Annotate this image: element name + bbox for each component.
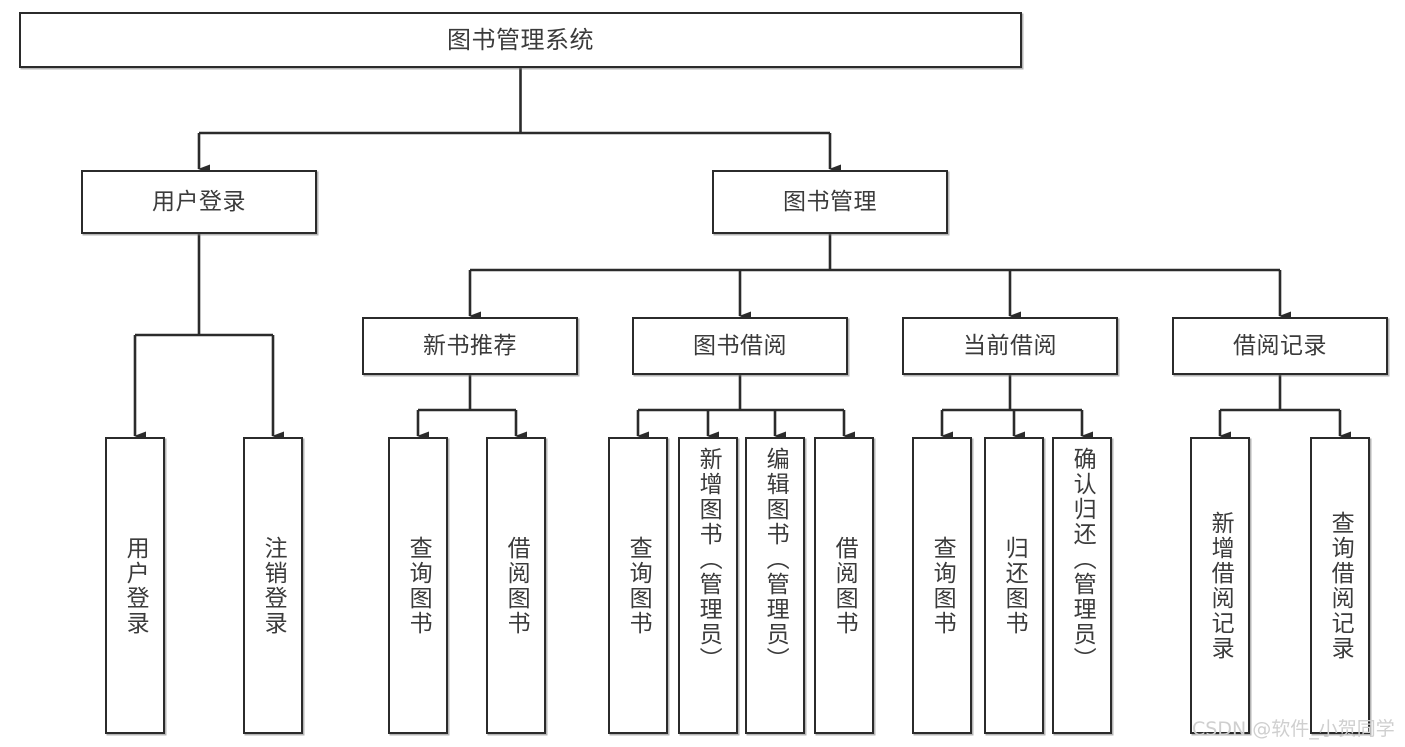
node-label: 注销登录 [260, 535, 287, 636]
node-label: 当前借阅 [963, 332, 1057, 359]
node-book-borrow[interactable]: 图书借阅 [632, 317, 848, 375]
node-label: 新增图书（管理员） [695, 447, 722, 672]
leaf-logout[interactable]: 注销登录 [243, 437, 303, 734]
leaf-query-book-current[interactable]: 查询图书 [912, 437, 972, 734]
node-label: 借阅记录 [1233, 332, 1327, 359]
node-current-borrow[interactable]: 当前借阅 [902, 317, 1118, 375]
leaf-add-book-admin[interactable]: 新增图书（管理员） [678, 437, 738, 734]
node-label: 查询图书 [929, 535, 956, 636]
node-root-system[interactable]: 图书管理系统 [19, 12, 1022, 68]
node-label: 查询图书 [405, 535, 432, 636]
node-book-manage[interactable]: 图书管理 [712, 170, 948, 234]
node-label: 图书管理 [783, 188, 877, 215]
leaf-borrow-book-recommend[interactable]: 借阅图书 [486, 437, 546, 734]
node-label: 查询借阅记录 [1327, 510, 1354, 661]
node-label: 借阅图书 [503, 535, 530, 636]
node-user-login[interactable]: 用户登录 [81, 170, 317, 234]
leaf-edit-book-admin[interactable]: 编辑图书（管理员） [745, 437, 805, 734]
node-label: 新增借阅记录 [1207, 510, 1234, 661]
node-label: 图书管理系统 [447, 25, 594, 54]
leaf-borrow-book-borrow[interactable]: 借阅图书 [814, 437, 874, 734]
node-label: 新书推荐 [423, 332, 517, 359]
leaf-query-book-recommend[interactable]: 查询图书 [388, 437, 448, 734]
leaf-query-borrow-record[interactable]: 查询借阅记录 [1310, 437, 1370, 734]
leaf-confirm-return-admin[interactable]: 确认归还（管理员） [1052, 437, 1112, 734]
node-label: 归还图书 [1001, 535, 1028, 636]
node-label: 确认归还（管理员） [1069, 447, 1096, 672]
node-label: 图书借阅 [693, 332, 787, 359]
leaf-return-book[interactable]: 归还图书 [984, 437, 1044, 734]
node-label: 查询图书 [625, 535, 652, 636]
leaf-query-book-borrow[interactable]: 查询图书 [608, 437, 668, 734]
node-label: 编辑图书（管理员） [762, 447, 789, 672]
leaf-add-borrow-record[interactable]: 新增借阅记录 [1190, 437, 1250, 734]
node-label: 借阅图书 [831, 535, 858, 636]
node-label: 用户登录 [152, 188, 246, 215]
csdn-watermark: CSDN @软件_小贺同学 [1192, 718, 1395, 740]
node-borrow-record[interactable]: 借阅记录 [1172, 317, 1388, 375]
leaf-user-login[interactable]: 用户登录 [105, 437, 165, 734]
node-label: 用户登录 [122, 535, 149, 636]
node-new-book-recommend[interactable]: 新书推荐 [362, 317, 578, 375]
